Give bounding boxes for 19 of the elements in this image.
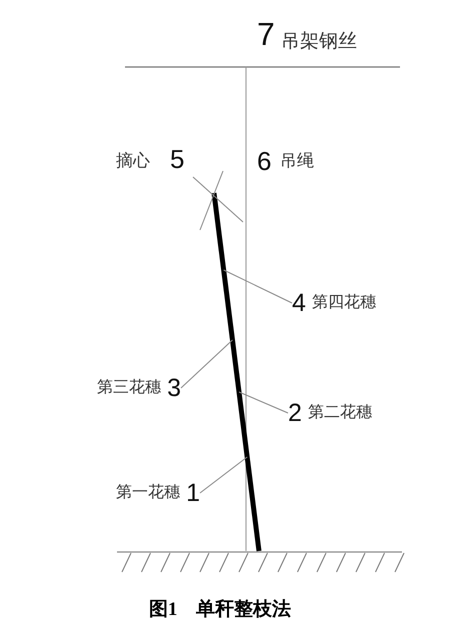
callout-number: 4 xyxy=(292,290,306,316)
part-label: 第四花穗 xyxy=(312,295,376,311)
callout-number: 7 xyxy=(257,18,275,50)
part-label: 吊绳 xyxy=(280,152,314,169)
leader-line xyxy=(238,392,288,414)
leader-line xyxy=(200,456,248,494)
callout-number: 3 xyxy=(167,376,181,400)
callout-number: 2 xyxy=(288,400,302,426)
part-label: 第三花穗 xyxy=(97,380,162,396)
part-label: 第二花穗 xyxy=(308,405,372,421)
part-label: 第一花穗 xyxy=(116,485,180,501)
leader-line xyxy=(223,270,292,304)
leader-line xyxy=(180,340,233,388)
part-label: 摘心 xyxy=(116,152,150,169)
figure-caption: 图1 单秆整枝法 xyxy=(148,598,292,622)
callout-number: 5 xyxy=(170,146,184,172)
callout-number: 6 xyxy=(257,148,272,174)
callout-number: 1 xyxy=(186,480,200,506)
part-label: 吊架钢丝 xyxy=(281,32,357,51)
